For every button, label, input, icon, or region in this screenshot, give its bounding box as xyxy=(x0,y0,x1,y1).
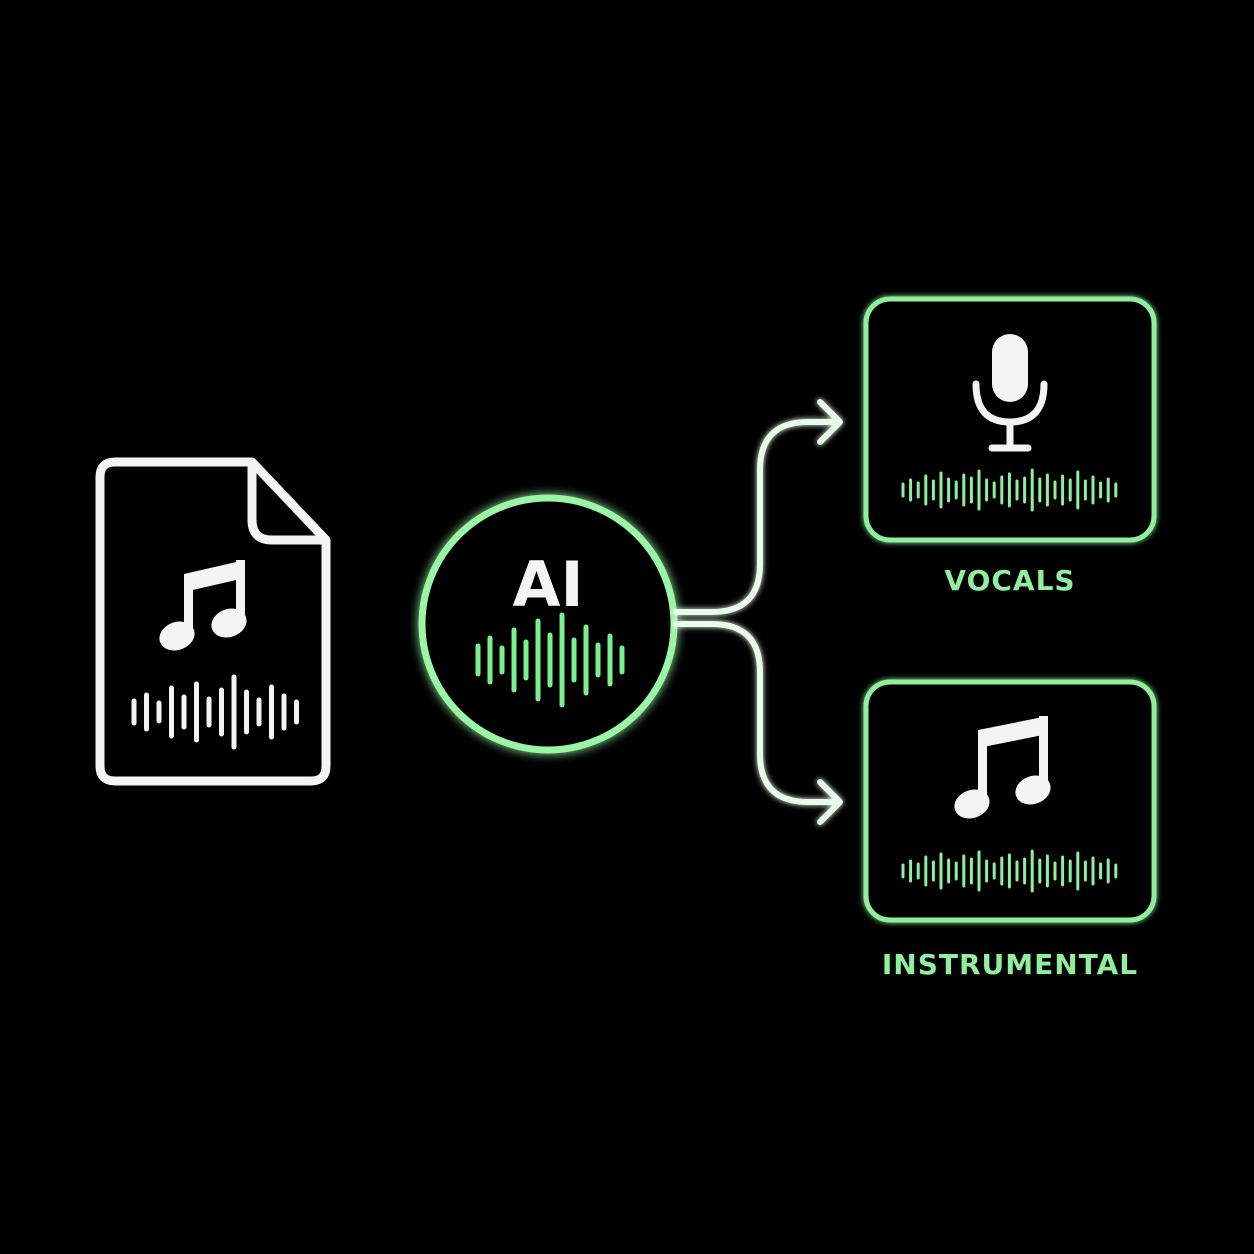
instrumental-output-box xyxy=(863,679,1157,923)
ai-processor: AI xyxy=(418,494,678,754)
music-note-icon xyxy=(954,716,1051,819)
microphone-icon xyxy=(972,334,1048,452)
waveform-icon xyxy=(901,468,1118,512)
arrowhead-vocals-icon xyxy=(817,399,843,445)
arrow-to-vocals xyxy=(673,419,841,615)
waveform-icon xyxy=(901,849,1118,893)
branch-arrows xyxy=(673,399,843,825)
waveform-icon xyxy=(131,674,299,750)
music-note-icon xyxy=(159,560,247,651)
waveform-icon xyxy=(475,612,625,708)
arrowhead-instrumental-icon xyxy=(817,779,843,825)
vocals-label: VOCALS xyxy=(944,564,1075,597)
arrow-to-instrumental xyxy=(673,621,841,805)
vocals-output-box xyxy=(863,296,1157,543)
audio-file-icon xyxy=(95,457,331,786)
ai-label: AI xyxy=(512,548,583,621)
instrumental-label: INSTRUMENTAL xyxy=(882,948,1138,981)
